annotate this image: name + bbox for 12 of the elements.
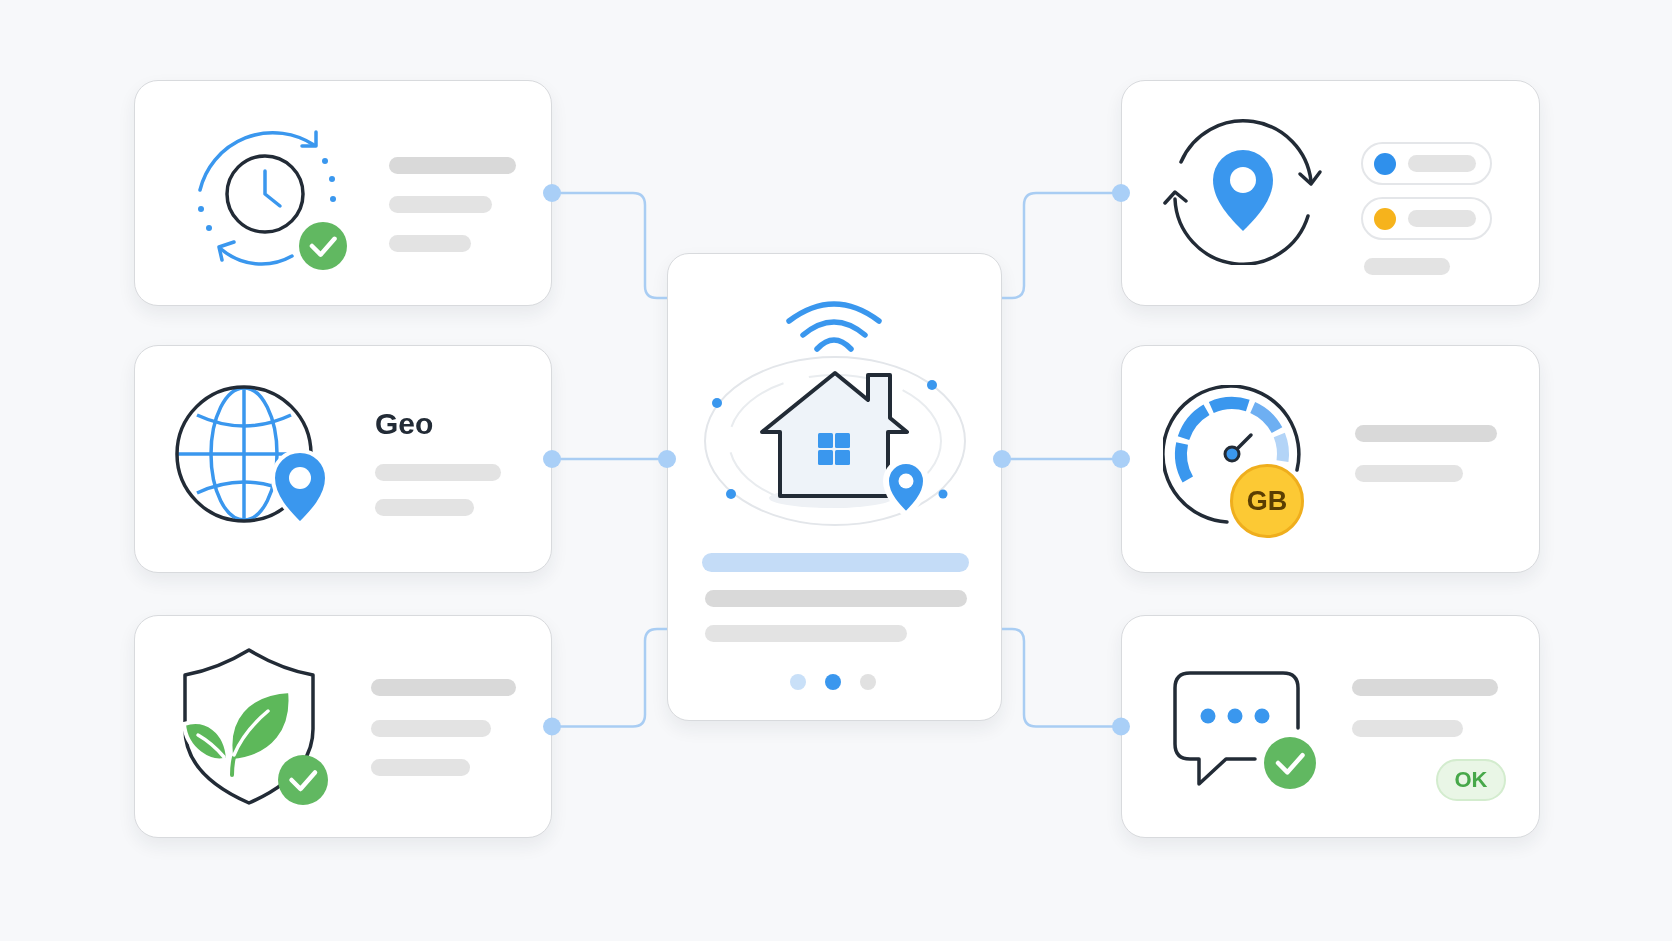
info-card	[134, 345, 552, 573]
unit-badge: GB	[1230, 464, 1304, 538]
info-card	[1121, 615, 1540, 838]
card-title: Geo	[375, 406, 434, 442]
info-card	[134, 615, 552, 838]
main-card	[667, 253, 1002, 721]
status-pill: OK	[1436, 759, 1506, 801]
connector-line	[993, 450, 1130, 468]
info-card	[1121, 80, 1540, 306]
info-card	[134, 80, 552, 306]
connector-line	[543, 450, 676, 468]
info-card	[1121, 345, 1540, 573]
